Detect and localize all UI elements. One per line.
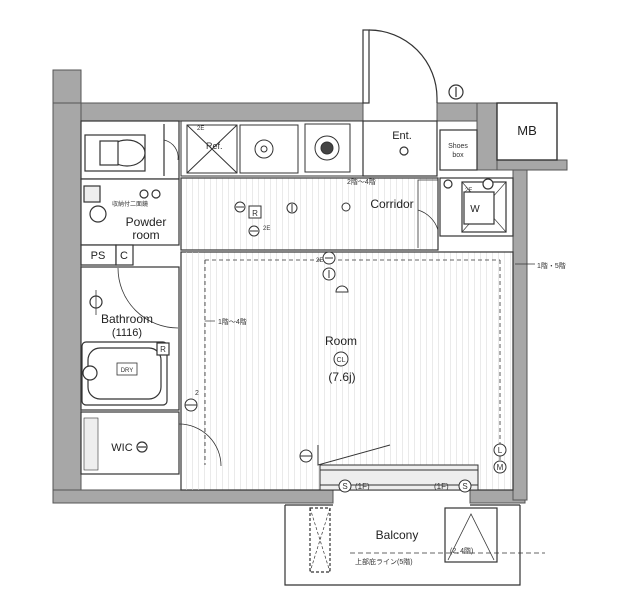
ps-label: PS (91, 250, 106, 262)
shoes-box-label-2: box (452, 152, 464, 159)
room-ceiling-fixtures (184, 251, 349, 463)
washer-label: W (470, 204, 480, 215)
ps-shaft (80, 244, 134, 266)
washer-2e-symbol: 2E (465, 188, 472, 194)
powder-room-label-1: Powder (126, 215, 167, 229)
powder-room-label-2: room (132, 228, 159, 242)
corridor-label: Corridor (370, 197, 413, 211)
main-room: Room CL (7.6j) 1階～4階 1階・5階 (180, 251, 566, 491)
balcony-eave-note: 上部庇ライン(5階) (355, 557, 413, 566)
corridor-2e-symbol: 2E (263, 226, 270, 232)
toilet-room (80, 120, 180, 180)
mb-shaft: MB (496, 102, 558, 161)
c-label: C (120, 250, 128, 262)
sprinkler-right-floor: (1F) (434, 482, 449, 491)
bathroom-label-1: Bathroom (101, 312, 153, 326)
balcony-floor-note: (2, 4階) (450, 546, 473, 555)
bath-r-symbol: R (160, 345, 166, 354)
wic-label: WIC (111, 442, 132, 454)
sprinkler-left-floor: (1F) (355, 482, 370, 491)
balcony (284, 504, 545, 586)
kitchen-2e-symbol: 2E (197, 126, 204, 132)
entrance-hall (362, 120, 478, 177)
shoes-box-label-1: Shoes (448, 143, 468, 150)
kitchen-strip (180, 120, 364, 177)
room-floors-left-note: 1階～4階 (218, 317, 247, 326)
bathroom-label-2: (1116) (112, 327, 142, 339)
wic-room (80, 411, 222, 475)
symbol-m: M (497, 463, 504, 472)
room-cl-icon (333, 351, 349, 367)
entrance-door (362, 29, 464, 104)
sprinkler-right-s: S (462, 482, 467, 491)
sprinkler-left: S (1F) (338, 479, 370, 493)
room-outlet-2e-top: 2E (316, 258, 323, 264)
balcony-label: Balcony (376, 528, 419, 542)
sprinkler-right: S (1F) (434, 479, 472, 493)
lm-symbols: L M (493, 443, 507, 474)
room-cl-label: CL (337, 357, 346, 364)
refrigerator-label: Ref. (206, 141, 223, 151)
room-outlet-number: 2 (195, 390, 199, 397)
bath-dry-label: DRY (121, 368, 134, 374)
powder-room-note: 収納付二面鏡 (112, 200, 148, 208)
washer-area (439, 177, 514, 237)
corridor-r-symbol: R (252, 209, 258, 218)
bathroom (80, 266, 180, 411)
corridor: Corridor 2階～4階 R 2E (180, 177, 439, 251)
sprinkler-left-s: S (342, 482, 347, 491)
powder-room (80, 178, 180, 246)
symbol-l: L (498, 446, 503, 455)
room-label: Room (325, 334, 357, 348)
corridor-floors-note: 2階～4階 (347, 177, 376, 186)
room-floors-right-note: 1階・5階 (537, 261, 566, 270)
entrance-label: Ent. (392, 130, 412, 142)
mb-label: MB (517, 123, 537, 138)
room-size: (7.6j) (328, 370, 355, 384)
